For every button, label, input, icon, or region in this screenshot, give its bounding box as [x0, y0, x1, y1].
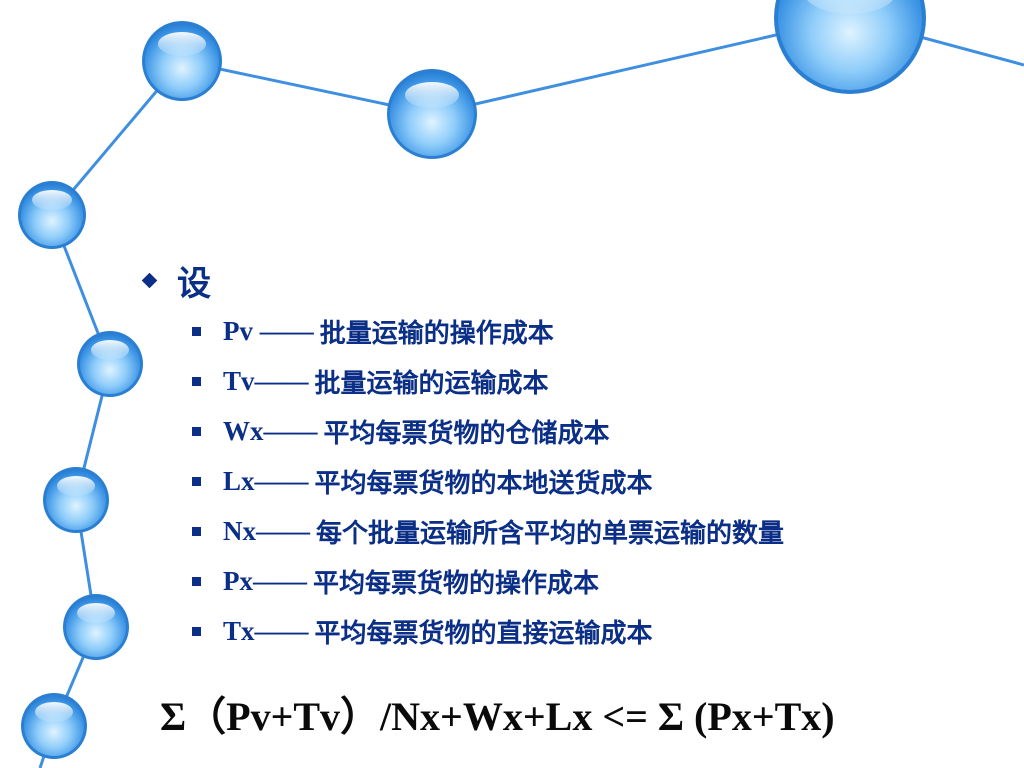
list-item: Pv —— 批量运输的操作成本: [192, 306, 784, 356]
sphere: [21, 693, 87, 759]
sphere: [18, 181, 86, 249]
item-desc: 批量运输的操作成本: [319, 318, 554, 349]
item-desc: 批量运输的运输成本: [314, 368, 549, 399]
sphere: [142, 21, 222, 101]
sphere: [387, 69, 477, 159]
list-item: Px—— 平均每票货物的操作成本: [192, 556, 784, 606]
spheres: [18, 0, 926, 759]
square-bullet-icon: [192, 376, 201, 386]
item-term: Lx——: [223, 465, 309, 496]
item-desc: 平均每票货物的直接运输成本: [314, 618, 653, 649]
sphere: [77, 331, 143, 397]
square-bullet-icon: [192, 626, 201, 636]
square-bullet-icon: [192, 426, 201, 436]
sphere: [774, 0, 926, 94]
sphere: [63, 594, 129, 660]
square-bullet-icon: [192, 326, 201, 336]
cost-formula: Σ（Pv+Tv）/Nx+Wx+Lx <= Σ (Px+Tx): [160, 694, 835, 739]
list-item: Wx—— 平均每票货物的仓储成本: [192, 406, 784, 456]
heading-text: 设: [177, 264, 211, 304]
diamond-bullet-icon: [141, 272, 158, 289]
item-term: Wx——: [223, 415, 318, 446]
square-bullet-icon: [192, 526, 201, 536]
list-item: Tx—— 平均每票货物的直接运输成本: [192, 606, 784, 656]
list-item: Tv—— 批量运输的运输成本: [192, 356, 784, 406]
section-heading: 设: [140, 256, 211, 305]
item-term: Pv ——: [223, 315, 314, 346]
item-desc: 平均每票货物的本地送货成本: [314, 468, 653, 499]
list-item: Lx—— 平均每票货物的本地送货成本: [192, 456, 784, 506]
sphere: [43, 467, 109, 533]
list-item: Nx—— 每个批量运输所含平均的单票运输的数量: [192, 506, 784, 556]
square-bullet-icon: [192, 576, 201, 586]
item-desc: 每个批量运输所含平均的单票运输的数量: [316, 518, 785, 549]
definition-list: Pv —— 批量运输的操作成本 Tv—— 批量运输的运输成本 Wx—— 平均每票…: [192, 306, 784, 656]
item-term: Px——: [223, 565, 307, 596]
item-term: Tx——: [223, 615, 309, 646]
item-desc: 平均每票货物的仓储成本: [323, 418, 610, 449]
item-term: Tv——: [223, 365, 309, 396]
item-desc: 平均每票货物的操作成本: [313, 568, 600, 599]
square-bullet-icon: [192, 476, 201, 486]
item-term: Nx——: [223, 515, 310, 546]
